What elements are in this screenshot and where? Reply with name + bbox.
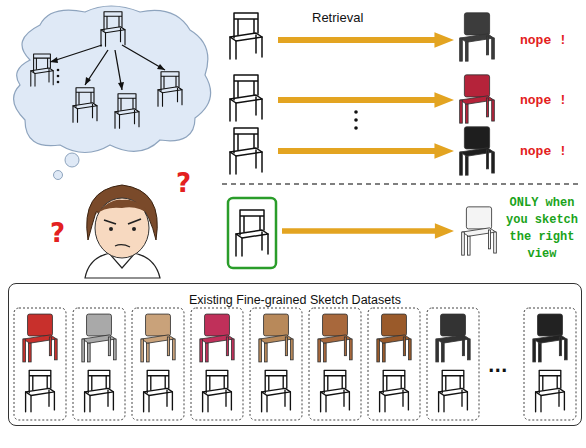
vertical-ellipsis <box>354 110 358 130</box>
dataset-cells <box>14 308 576 420</box>
ellipsis: ... <box>488 356 507 376</box>
thought-cloud <box>14 6 211 153</box>
dataset-panel: Existing Fine-grained Sketch Datasets <box>8 283 582 426</box>
retrieved-chair <box>460 13 495 61</box>
result-mark: nope ! <box>520 93 567 108</box>
result-mark: nope ! <box>520 33 567 48</box>
divider <box>222 183 582 184</box>
thought-bubble <box>65 153 79 167</box>
dataset-photos <box>23 314 567 362</box>
girl-figure <box>85 185 160 278</box>
cloud-sketch <box>31 54 53 86</box>
retrieved-chair <box>462 207 497 255</box>
thought-bubble <box>54 171 63 180</box>
retrieved-chair <box>460 75 495 123</box>
retrieval-arrow <box>278 92 454 108</box>
retrieval-arrow <box>282 223 454 238</box>
result-mark: nope ! <box>520 144 567 159</box>
panel-heading: Existing Fine-grained Sketch Datasets <box>186 293 404 307</box>
result-note: ONLY when you sketch the right view <box>503 195 581 263</box>
query-sketch <box>230 128 262 174</box>
cloud-arrowheads <box>50 57 165 90</box>
highlight-box <box>228 198 276 268</box>
query-sketch <box>230 75 262 121</box>
question-mark: ? <box>176 168 191 198</box>
query-sketch <box>236 210 268 256</box>
cloud-sketch <box>73 88 97 123</box>
cloud-sketch <box>115 94 139 129</box>
retrieval-arrow <box>278 32 454 48</box>
query-sketch <box>230 13 262 59</box>
retrieval-arrow <box>278 143 454 159</box>
cloud-sketch <box>101 12 125 47</box>
cloud-sketch <box>158 72 182 107</box>
cloud-ellipsis <box>57 69 60 84</box>
arrow-label: Retrieval <box>312 10 363 25</box>
cloud-arrows <box>50 45 165 90</box>
question-mark: ? <box>50 218 65 248</box>
retrieved-chair <box>460 127 495 175</box>
dataset-sketches <box>26 370 565 411</box>
